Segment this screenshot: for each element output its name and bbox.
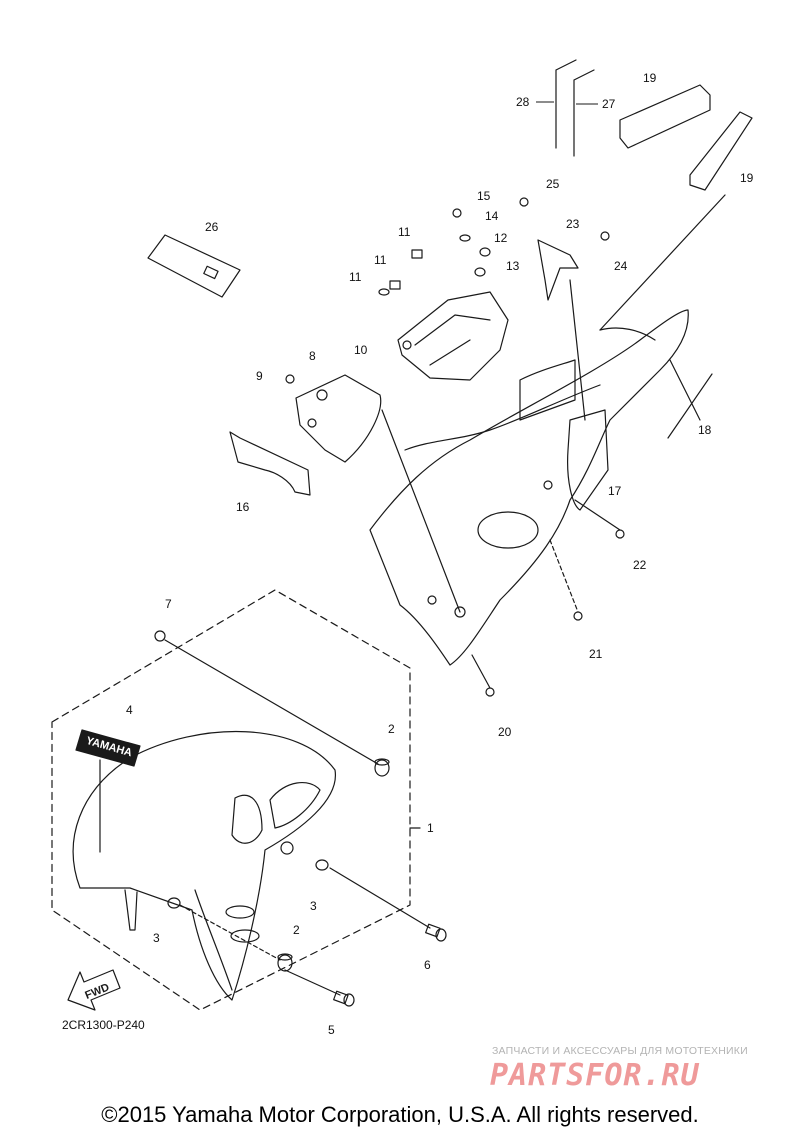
callout-19-lower: 19 [740,171,754,185]
stay-23 [537,239,579,301]
collar-3-left [167,897,181,909]
collar-13 [474,267,486,277]
rubber-11b [389,280,401,290]
bolt-25 [519,197,529,207]
bolt-5 [333,990,355,1007]
callouts: 1 2 2 3 3 4 5 6 7 8 9 10 11 11 11 12 13 … [126,71,754,1037]
callout-2-upper: 2 [388,722,395,736]
callout-25: 25 [546,177,560,191]
collar-3-right [315,859,329,871]
yamaha-decal [75,729,141,767]
nut-24 [600,231,610,241]
watermark-logo: PARTSFOR.RU [490,1058,700,1093]
rivet-22 [615,529,625,539]
grommet-12 [479,247,491,257]
fwd-arrow [67,969,121,1011]
washer-14 [459,234,471,242]
callout-9: 9 [256,369,263,383]
bolt-15 [452,208,462,218]
callout-1: 1 [427,821,434,835]
pad-19-lower [689,111,753,191]
damper-2-lower [277,953,293,972]
bracket-8 [295,374,382,463]
callout-5: 5 [328,1023,335,1037]
strip-18 [667,373,713,439]
callout-21: 21 [589,647,603,661]
damper-2-upper [374,758,390,777]
callout-23: 23 [566,217,580,231]
pad-19-upper [619,84,711,149]
nut-7 [154,630,166,642]
callout-3-left: 3 [153,931,160,945]
callout-20: 20 [498,725,512,739]
bracket-10 [397,291,509,381]
callout-3-right: 3 [310,899,317,913]
callout-15: 15 [477,189,491,203]
copyright-notice: ©2015 Yamaha Motor Corporation, U.S.A. A… [101,1102,699,1127]
rubber-11c [378,288,390,296]
callout-18: 18 [698,423,712,437]
cover-16 [229,431,311,496]
callout-26: 26 [205,220,219,234]
callout-12: 12 [494,231,508,245]
front-fender [72,730,336,1001]
callout-24: 24 [614,259,628,273]
wrench-27 [573,69,595,157]
callout-10: 10 [354,343,368,357]
bolt-20 [485,687,495,697]
side-panel-17 [567,409,609,511]
rear-side-cover [369,309,689,666]
callout-27: 27 [602,97,616,111]
rivet-21 [573,611,583,621]
watermark-tagline: ЗАПЧАСТИ И АКСЕССУАРЫ ДЛЯ МОТОТЕХНИКИ [492,1045,748,1057]
callout-leaders [536,101,598,105]
callout-13: 13 [506,259,520,273]
callout-6: 6 [424,958,431,972]
front-fender-group-box [51,589,411,1011]
callout-2-lower: 2 [293,923,300,937]
bolt-9 [285,374,295,384]
diagram-code: 2CR1300-P240 [62,1018,145,1032]
wrench-28 [555,59,577,149]
callout-28: 28 [516,95,530,109]
callout-14: 14 [485,209,499,223]
callout-16: 16 [236,500,250,514]
fwd-arrow-label: FWD [83,981,111,1002]
tool-bag-26 [147,234,241,298]
callout-22: 22 [633,558,647,572]
callout-7: 7 [165,597,172,611]
callout-11c: 11 [349,270,362,284]
bolt-6 [425,923,447,942]
callout-17: 17 [608,484,622,498]
callout-19-upper: 19 [643,71,657,85]
rubber-11a [411,249,423,259]
callout-4: 4 [126,703,133,717]
callout-8: 8 [309,349,316,363]
callout-11b: 11 [374,253,387,267]
callout-11a: 11 [398,225,411,239]
